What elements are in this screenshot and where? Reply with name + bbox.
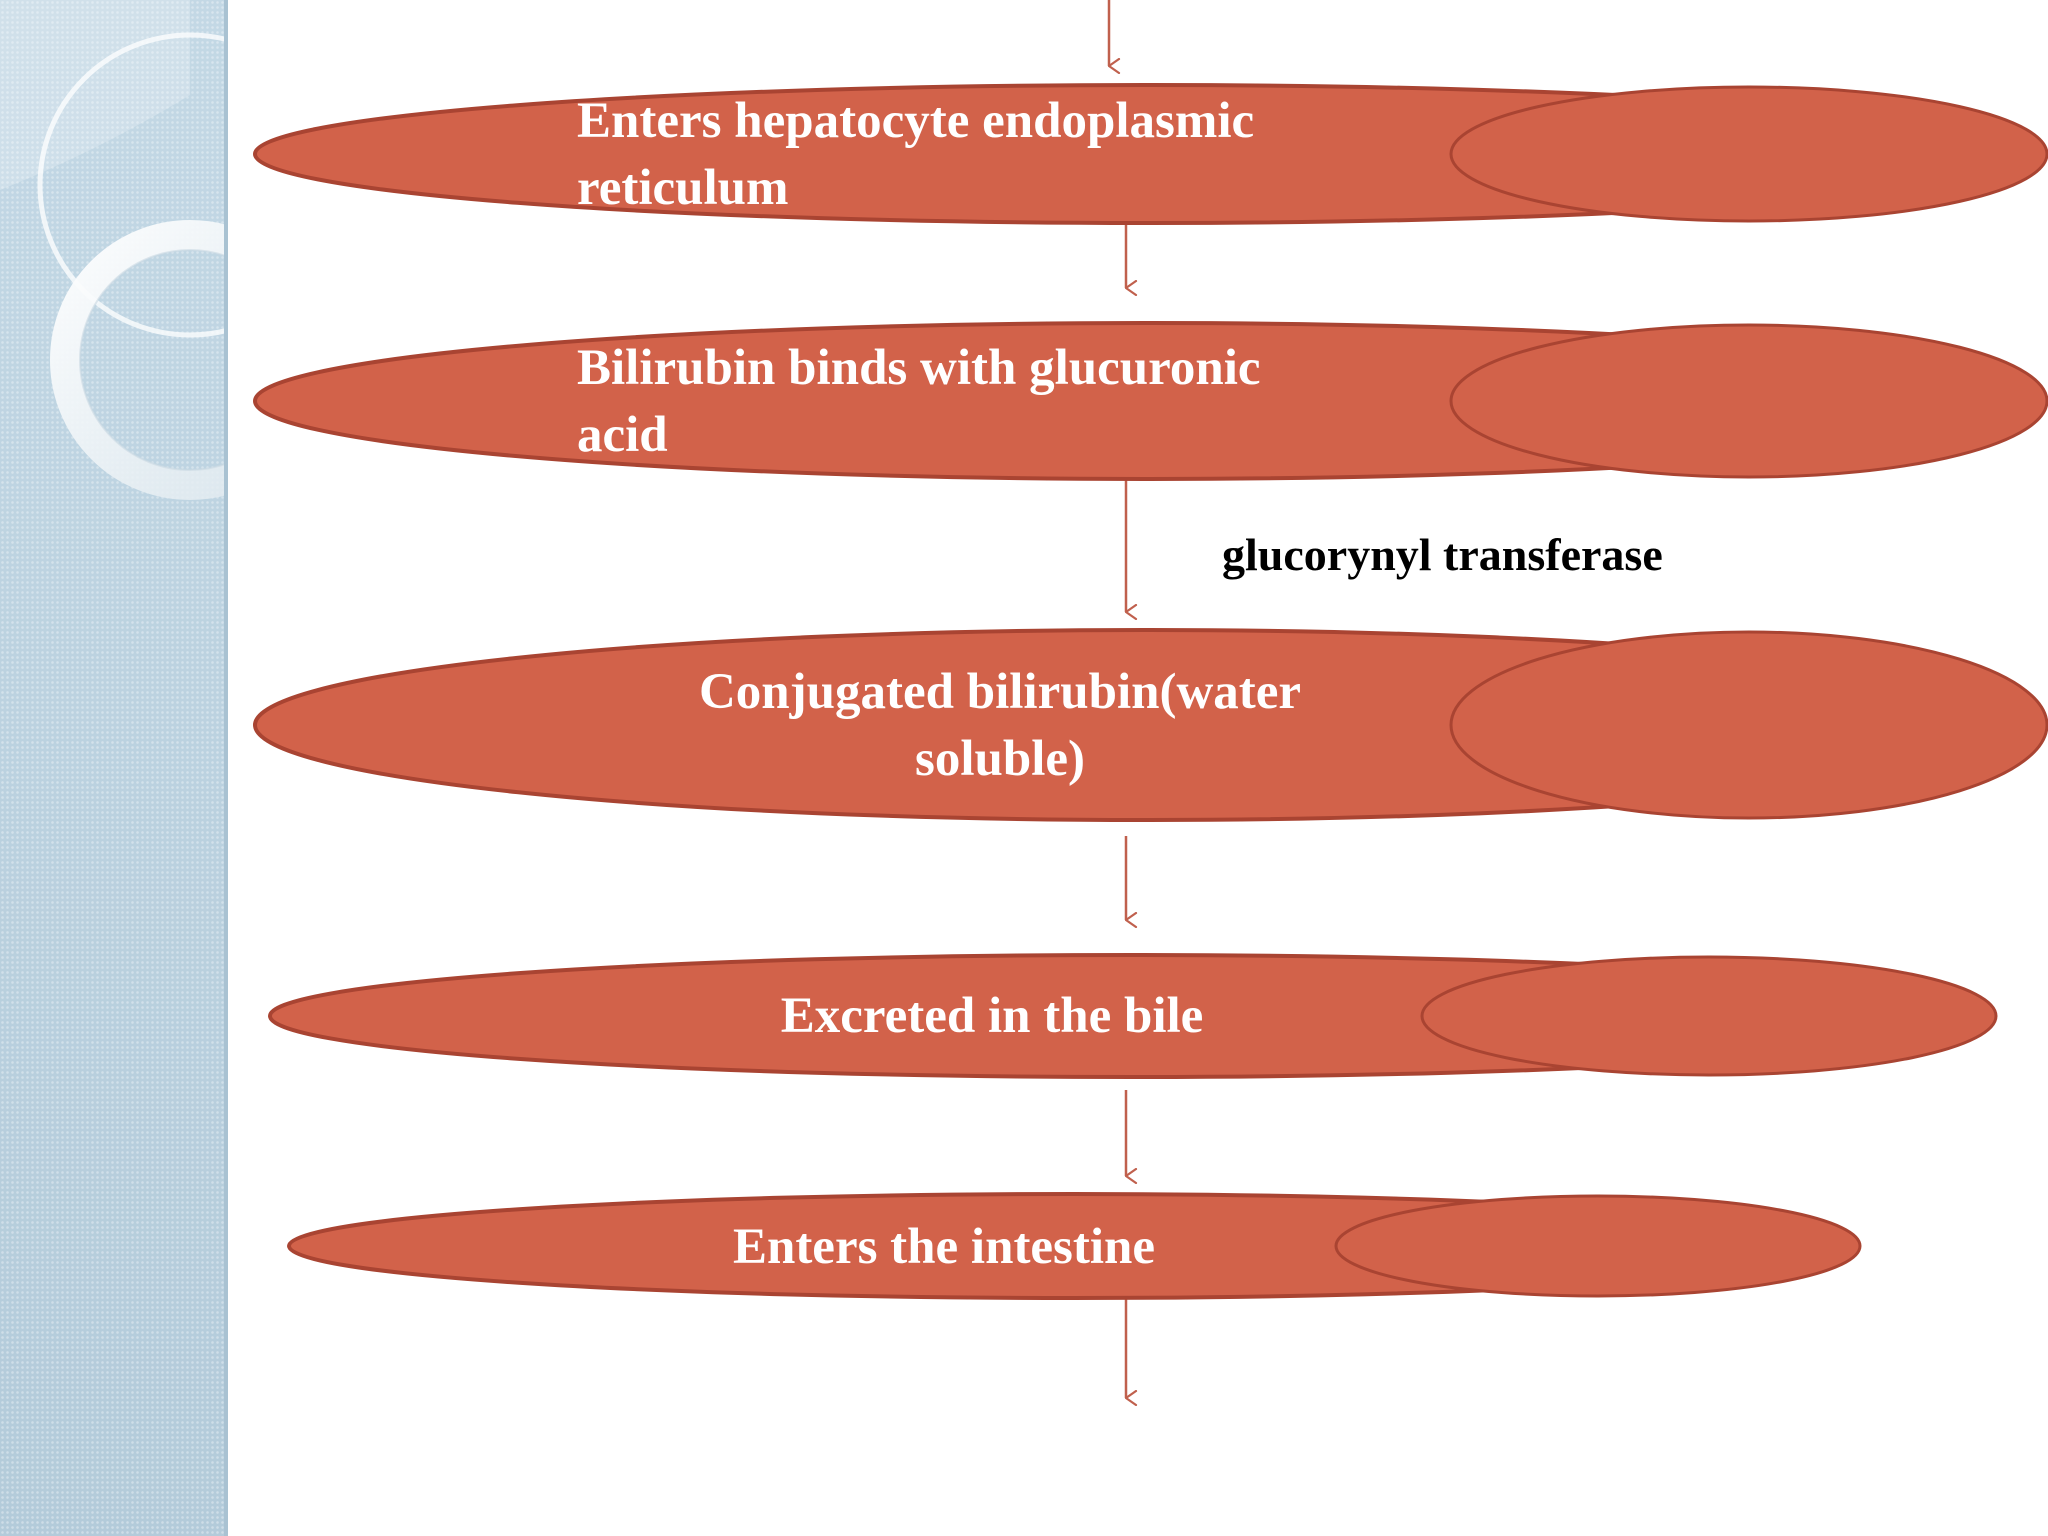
node-n5-label: Enters the intestine — [732, 1219, 1156, 1275]
node-n4-shape — [268, 953, 1998, 1079]
node-n3-label: Conjugated bilirubin(water soluble) — [698, 664, 1302, 787]
sidebar-decoration — [0, 0, 228, 1536]
node-n4-label: Excreted in the bile — [780, 988, 1204, 1044]
large-ring-shape — [37, 32, 228, 338]
node-n5-shape — [287, 1192, 1862, 1300]
edge-label-n2-n3: glucorynyl transferase — [1222, 529, 1663, 580]
decorative-rings — [0, 0, 228, 500]
node-n3-shape — [253, 628, 2048, 822]
node-n1-label: Enters hepatocyte endoplasmic reticulum — [577, 93, 1255, 216]
node-n1-shape — [253, 83, 2048, 225]
node-n2-label: Bilirubin binds with glucuronic acid — [577, 340, 1261, 463]
node-n2-shape — [253, 321, 2048, 481]
small-ring-shape — [50, 220, 228, 500]
